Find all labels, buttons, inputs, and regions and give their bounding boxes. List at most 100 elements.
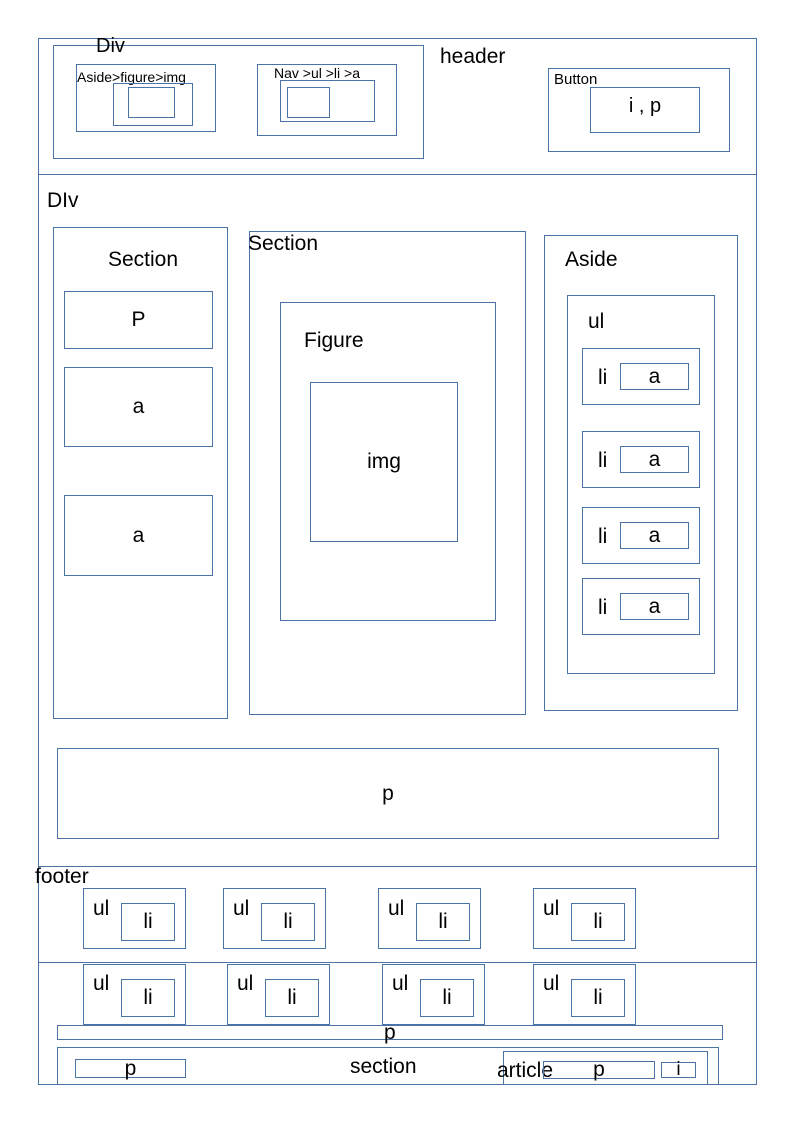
aside-label: Aside	[565, 248, 618, 271]
aside-li-box	[582, 431, 700, 488]
aside-ul-box	[567, 295, 715, 674]
section-left-p-box: P	[64, 291, 213, 349]
footer-li-box: li	[420, 979, 474, 1017]
aside-li-label: li	[598, 366, 608, 389]
header-button-inner-label: i , p	[628, 95, 662, 117]
header-nav-ul-box	[280, 80, 375, 122]
footer-ul-box	[83, 964, 186, 1025]
main-div-label: DIv	[47, 189, 79, 212]
footer-ul-label: ul	[543, 897, 560, 920]
section-left-label: Section	[108, 248, 179, 271]
footer-section-p-box: p	[75, 1056, 186, 1080]
aside-a-label: a	[648, 447, 661, 471]
footer-ul-label: ul	[543, 972, 560, 995]
footer-li-label: li	[283, 910, 293, 933]
aside-a-box: a	[620, 363, 689, 390]
aside-li-box	[582, 578, 700, 635]
footer-ul-label: ul	[93, 972, 110, 995]
header-div-box	[53, 45, 424, 159]
aside-a-label: a	[648, 594, 661, 618]
footer-article-label: article	[497, 1059, 554, 1082]
aside-a-label: a	[648, 523, 661, 547]
footer-p-box	[57, 1025, 723, 1040]
aside-li-label: li	[598, 449, 608, 472]
footer-p-label: p	[384, 1021, 396, 1044]
aside-a-box: a	[620, 522, 689, 549]
footer-label: footer	[35, 865, 89, 888]
footer-article-i-label: i	[676, 1059, 681, 1080]
footer-li-box: li	[416, 903, 470, 941]
footer-li-label: li	[143, 910, 153, 933]
header-label: header	[440, 45, 506, 68]
footer-ul-box	[223, 888, 326, 949]
footer-li-box: li	[571, 979, 625, 1017]
footer-article-i-box: i	[661, 1059, 696, 1080]
main-bottom-p-label: p	[382, 781, 394, 805]
aside-box	[544, 235, 738, 711]
footer-ul-label: ul	[388, 897, 405, 920]
footer-ul-label: ul	[392, 972, 409, 995]
header-aside-box	[76, 64, 216, 132]
footer-article-p-label: p	[593, 1058, 605, 1081]
footer-li-box: li	[121, 979, 175, 1017]
aside-a-box: a	[620, 446, 689, 473]
footer-section-label: section	[350, 1055, 417, 1078]
img-box: img	[310, 382, 458, 542]
footer-section-p-label: p	[124, 1056, 137, 1080]
footer-li-label: li	[143, 986, 153, 1009]
footer-li-box: li	[261, 903, 315, 941]
footer-divider-top	[38, 866, 757, 867]
footer-article-p-box: p	[543, 1058, 655, 1081]
section-left-box	[53, 227, 228, 719]
footer-section-box	[57, 1047, 719, 1085]
section-left-a2-label: a	[132, 523, 145, 547]
footer-li-box: li	[121, 903, 175, 941]
header-divider	[38, 174, 757, 175]
footer-ul-box	[533, 888, 636, 949]
footer-ul-box	[533, 964, 636, 1025]
img-label: img	[367, 450, 401, 473]
main-bottom-p-box: p	[57, 748, 719, 839]
header-nav-label: Nav >ul >li >a	[274, 65, 360, 81]
aside-li-box	[582, 348, 700, 405]
section-left-a1-box: a	[64, 367, 213, 447]
section-mid-box	[249, 231, 526, 715]
aside-a-box: a	[620, 593, 689, 620]
footer-ul-box	[83, 888, 186, 949]
figure-label: Figure	[304, 329, 364, 352]
aside-li-label: li	[598, 525, 608, 548]
footer-article-box	[503, 1051, 708, 1085]
footer-li-label: li	[438, 910, 448, 933]
header-aside-label: Aside>figure>img	[77, 69, 186, 85]
footer-li-box: li	[571, 903, 625, 941]
footer-li-label: li	[593, 986, 603, 1009]
footer-divider-mid	[38, 962, 757, 963]
header-aside-img-box	[128, 87, 175, 118]
header-nav-li-box	[287, 87, 330, 118]
header-aside-figure-box	[113, 83, 193, 126]
figure-box	[280, 302, 496, 621]
section-mid-label: Section	[248, 232, 319, 255]
section-left-a2-box: a	[64, 495, 213, 576]
header-button-label: Button	[554, 71, 598, 88]
footer-li-box: li	[265, 979, 319, 1017]
footer-ul-label: ul	[237, 972, 254, 995]
section-left-a1-label: a	[132, 395, 145, 418]
aside-li-label: li	[598, 596, 608, 619]
footer-li-label: li	[287, 986, 297, 1009]
footer-ul-label: ul	[233, 897, 250, 920]
header-nav-box	[257, 64, 397, 136]
footer-ul-box	[378, 888, 481, 949]
footer-ul-box	[382, 964, 485, 1025]
aside-li-box	[582, 507, 700, 564]
header-button-box	[548, 68, 730, 152]
section-left-p-label: P	[131, 308, 146, 331]
footer-li-label: li	[442, 986, 452, 1009]
header-div-label: Div	[96, 35, 125, 57]
header-button-inner-box: i , p	[590, 87, 700, 133]
footer-li-label: li	[593, 910, 603, 933]
footer-ul-label: ul	[93, 897, 110, 920]
aside-ul-label: ul	[588, 310, 605, 333]
aside-a-label: a	[648, 364, 661, 388]
footer-ul-box	[227, 964, 330, 1025]
